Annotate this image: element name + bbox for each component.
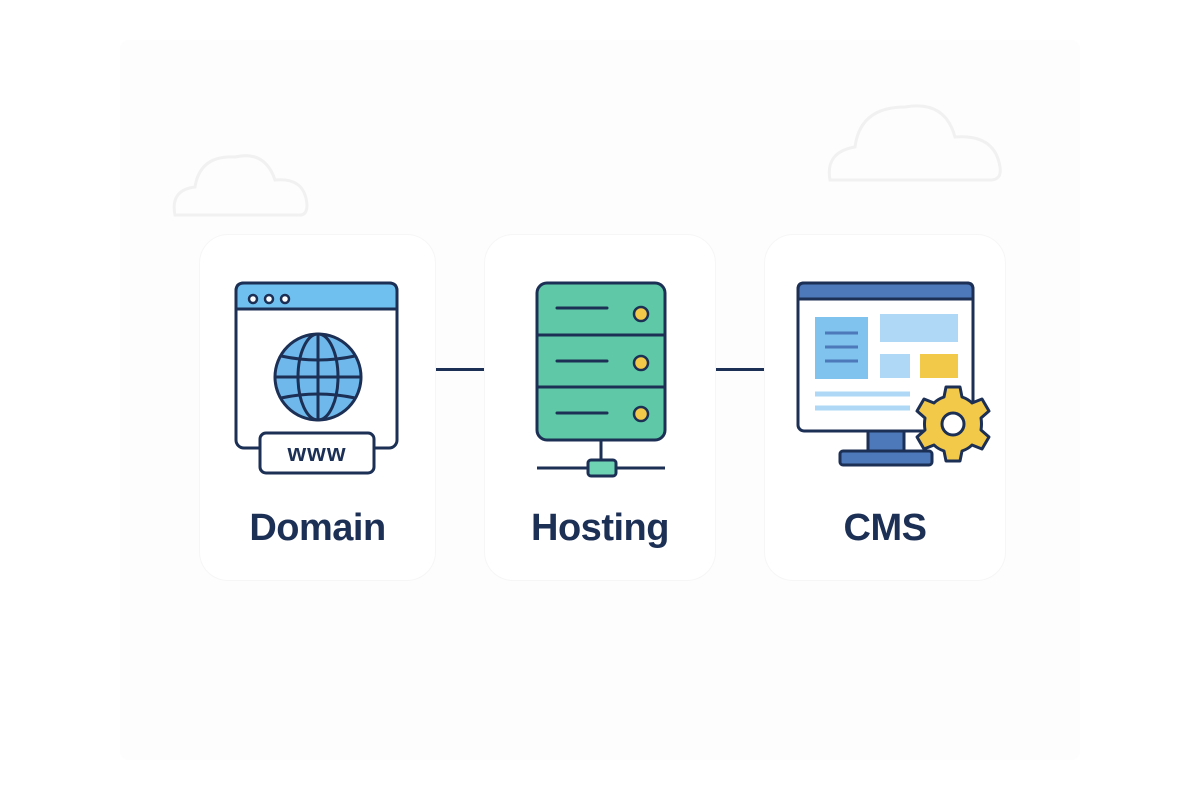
- connector-domain-hosting: [434, 368, 488, 371]
- gear-icon: [915, 385, 991, 463]
- step-label-cms: CMS: [843, 507, 927, 549]
- step-label-domain: Domain: [249, 507, 386, 549]
- cloud-right-icon: [827, 104, 1002, 182]
- step-domain: www Domain: [200, 235, 435, 580]
- server-icon: [535, 281, 667, 478]
- monitor-gear-icon: [796, 281, 991, 467]
- www-badge-text: www: [286, 440, 346, 467]
- step-cms: CMS: [765, 235, 1005, 580]
- step-hosting: Hosting: [485, 235, 715, 580]
- connector-hosting-cms: [714, 368, 768, 371]
- browser-globe-icon: www: [234, 281, 399, 475]
- step-label-hosting: Hosting: [531, 507, 669, 549]
- cloud-left-icon: [172, 154, 309, 217]
